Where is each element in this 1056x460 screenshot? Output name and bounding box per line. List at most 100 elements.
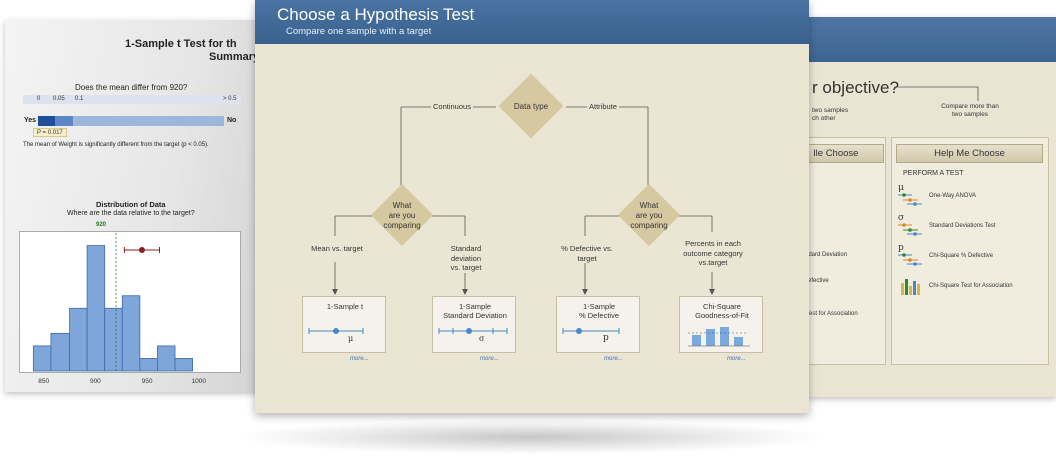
objective-connectors bbox=[894, 86, 979, 101]
histogram-bar bbox=[50, 332, 70, 372]
diamond-line: comparing bbox=[383, 221, 421, 230]
edge-line: Percents in each bbox=[685, 239, 741, 248]
edge-line: Mean vs. target bbox=[311, 244, 363, 253]
p-value-bar bbox=[38, 116, 224, 126]
edge-mean-vs-target: Mean vs. target bbox=[305, 244, 369, 254]
left-help-button[interactable]: lle Choose bbox=[790, 144, 884, 163]
left-test-item[interactable]: efective bbox=[808, 278, 829, 284]
card-title: 1-Sample t bbox=[303, 302, 387, 311]
x-tick-label: 1000 bbox=[192, 378, 207, 385]
card-1-sample-t[interactable]: 1-Sample t μ bbox=[302, 296, 386, 353]
option-line: ch other bbox=[812, 115, 836, 122]
page-title: Choose a Hypothesis Test bbox=[277, 5, 475, 24]
std-dev-icon bbox=[898, 223, 922, 236]
edge-line: % Defective vs. bbox=[561, 244, 613, 253]
histogram-bar bbox=[157, 345, 176, 372]
edge-std-vs-target: Standard deviation vs. target bbox=[433, 244, 499, 273]
branch-attribute: Attribute bbox=[587, 102, 619, 112]
histogram-chart: 85090095010001050 bbox=[19, 231, 241, 385]
right-option-box bbox=[891, 137, 1049, 365]
diamond-line: comparing bbox=[630, 221, 668, 230]
diamond-line: What bbox=[639, 201, 659, 210]
edge-defective-vs-target: % Defective vs. target bbox=[557, 244, 617, 263]
test-standard-deviations[interactable]: Standard Deviations Test bbox=[929, 223, 996, 229]
more-link[interactable]: more... bbox=[480, 356, 499, 362]
p-value-bar-mid bbox=[55, 116, 73, 126]
help-me-choose-button[interactable]: Help Me Choose bbox=[896, 144, 1043, 163]
card-title: 1-Sample % Defective bbox=[557, 302, 641, 320]
card-chi-square-gof[interactable]: Chi-Square Goodness-of-Fit bbox=[679, 296, 763, 353]
yes-label: Yes bbox=[24, 117, 37, 124]
diamond-line: What bbox=[392, 201, 412, 210]
left-test-item[interactable]: tandard Deviation bbox=[800, 252, 848, 258]
page-subtitle: Compare one sample with a target bbox=[286, 26, 432, 37]
histogram-bar bbox=[139, 358, 158, 372]
diamond-line: are you bbox=[635, 211, 663, 220]
summary-report-panel: 1-Sample t Test for th Summary Does the … bbox=[5, 20, 267, 392]
histogram-bar bbox=[104, 307, 123, 372]
x-tick-label: 850 bbox=[38, 378, 49, 385]
objective-header bbox=[790, 17, 1056, 62]
test-one-way-anova[interactable]: One-Way ANOVA bbox=[929, 193, 977, 199]
edge-percents-vs-target: Percents in each outcome category vs.tar… bbox=[677, 239, 749, 268]
histogram-bar bbox=[174, 358, 194, 372]
objective-panel: r objective? two samples ch other Compar… bbox=[790, 17, 1056, 397]
comparing-label-right: What are you comparing bbox=[619, 201, 679, 231]
perform-test-label: PERFORM A TEST bbox=[903, 170, 964, 177]
defective-line-icon bbox=[562, 328, 620, 334]
card-title-line: 1-Sample bbox=[582, 302, 616, 311]
test-chi-square-defective[interactable]: Chi-Square % Defective bbox=[929, 253, 994, 259]
option-line: Compare more than bbox=[941, 103, 999, 110]
x-tick-label: 900 bbox=[90, 378, 101, 385]
panel-header: Choose a Hypothesis Test Compare one sam… bbox=[255, 0, 809, 44]
card-1-sample-defective[interactable]: 1-Sample % Defective p bbox=[556, 296, 640, 353]
edge-line: vs.target bbox=[698, 258, 728, 267]
scale-tick: 0 bbox=[37, 96, 41, 102]
floor-shadow bbox=[240, 420, 820, 454]
more-link[interactable]: more... bbox=[350, 356, 369, 362]
target-label: 920 bbox=[96, 222, 107, 228]
card-title-line: 1-Sample t bbox=[326, 302, 364, 311]
distribution-subtitle: Where are the data relative to the targe… bbox=[67, 210, 195, 217]
card-title: Chi-Square Goodness-of-Fit bbox=[680, 302, 764, 320]
p-value-bar-fill bbox=[38, 116, 55, 126]
report-title-2: Summary bbox=[209, 51, 260, 63]
report-question: Does the mean differ from 920? bbox=[75, 83, 188, 92]
distribution-title: Distribution of Data bbox=[96, 200, 166, 209]
sigma-icon: σ bbox=[898, 213, 905, 223]
left-test-item[interactable]: Test for Association bbox=[806, 311, 858, 317]
option-line: two samples bbox=[812, 107, 849, 114]
histogram-bar bbox=[32, 345, 52, 372]
p-value-badge: P = 0.017 bbox=[33, 128, 67, 137]
test-chi-square-association[interactable]: Chi-Square Test for Association bbox=[929, 283, 1013, 289]
histogram-bar bbox=[86, 245, 106, 372]
scale-tick: > 0.5 bbox=[223, 96, 237, 102]
option-line: two samples bbox=[951, 111, 989, 118]
branch-continuous: Continuous bbox=[431, 102, 473, 112]
edge-line: outcome category bbox=[683, 248, 743, 258]
card-title-line: 1-Sample bbox=[458, 302, 492, 311]
option-two-samples: two samples ch other bbox=[812, 107, 848, 123]
p-symbol: p bbox=[603, 333, 609, 343]
objective-question: r objective? bbox=[812, 78, 899, 97]
mu-symbol: μ bbox=[348, 334, 354, 343]
option-more-samples: Compare more than two samples bbox=[930, 103, 1010, 119]
more-link[interactable]: more... bbox=[727, 356, 746, 362]
sigma-symbol: σ bbox=[479, 334, 485, 343]
p-icon: p bbox=[898, 243, 904, 253]
bar-chart-icon bbox=[901, 279, 920, 295]
edge-line: vs. target bbox=[450, 263, 482, 272]
report-title: 1-Sample t Test for th bbox=[125, 38, 237, 50]
no-label: No bbox=[227, 117, 237, 124]
x-tick-label: 950 bbox=[142, 378, 153, 385]
histogram-bar bbox=[121, 295, 141, 372]
anova-icon bbox=[898, 193, 922, 206]
scale-tick: 0.05 bbox=[53, 96, 65, 102]
more-link[interactable]: more... bbox=[604, 356, 623, 362]
comparing-label-left: What are you comparing bbox=[372, 201, 432, 231]
card-title-line: Chi-Square bbox=[703, 302, 741, 311]
percent-defective-icon bbox=[898, 253, 922, 266]
card-1-sample-std-dev[interactable]: 1-Sample Standard Deviation σ bbox=[432, 296, 516, 353]
data-type-label: Data type bbox=[513, 102, 549, 111]
